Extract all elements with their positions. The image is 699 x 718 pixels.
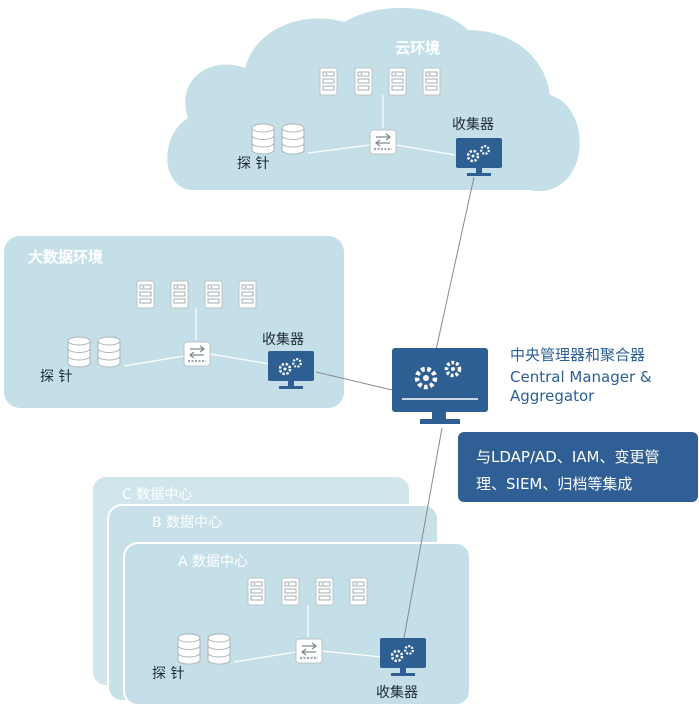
- database-icon: [207, 633, 231, 665]
- database-icon: [67, 336, 91, 368]
- server-icon: [319, 67, 338, 96]
- link-bigdata-central: [315, 371, 393, 391]
- database-icon: [97, 336, 121, 368]
- server-icon: [354, 67, 373, 96]
- bigdata-environment: 大数据环境 探 针 收集器: [4, 236, 344, 408]
- monitor-gear-icon: [380, 638, 426, 676]
- server-icon: [170, 280, 189, 309]
- server-icon: [238, 280, 257, 309]
- link-datacenter-central: [403, 427, 443, 639]
- central-title-en-1: Central Manager &: [510, 368, 652, 386]
- datacenter-a-title: A 数据中心: [178, 554, 248, 570]
- cloud-title: 云环境: [395, 39, 440, 57]
- monitor-gear-icon: [456, 138, 502, 176]
- database-icon: [177, 633, 201, 665]
- server-icon: [315, 577, 334, 606]
- monitor-gear-icon: [268, 351, 314, 389]
- server-icon: [388, 67, 407, 96]
- monitor-gear-icon: [392, 348, 488, 424]
- server-icon: [136, 280, 155, 309]
- cloud-environment: 云环境 探 针 收集器: [167, 7, 580, 192]
- server-icon: [204, 280, 223, 309]
- datacenter-c-title: C 数据中心: [122, 487, 192, 503]
- central-title-en-2: Aggregator: [510, 387, 595, 405]
- database-icon: [251, 123, 275, 155]
- datacenter-probe-label: 探 针: [152, 666, 184, 682]
- datacenter-collector-label: 收集器: [376, 684, 418, 701]
- integration-box: 与LDAP/AD、IAM、变更管 理、SIEM、归档等集成: [458, 432, 698, 502]
- central-manager: 中央管理器和聚合器 Central Manager & Aggregator: [392, 346, 652, 424]
- datacenter-b-title: B 数据中心: [152, 515, 222, 531]
- datacenter-stack: C 数据中心 B 数据中心 A 数据中心 探 针 收集器: [91, 475, 471, 706]
- bigdata-title: 大数据环境: [28, 248, 103, 266]
- link-cloud-central: [435, 176, 475, 351]
- switch-icon: [295, 638, 323, 664]
- database-icon: [281, 123, 305, 155]
- server-icon: [422, 67, 441, 96]
- server-icon: [281, 577, 300, 606]
- bigdata-probe-label: 探 针: [40, 369, 72, 385]
- server-icon: [349, 577, 368, 606]
- central-title-zh: 中央管理器和聚合器: [510, 346, 645, 364]
- server-icon: [247, 577, 266, 606]
- switch-icon: [183, 341, 211, 367]
- cloud-collector-label: 收集器: [452, 116, 494, 133]
- integration-line-2: 理、SIEM、归档等集成: [476, 475, 632, 493]
- integration-line-1: 与LDAP/AD、IAM、变更管: [476, 448, 659, 466]
- switch-icon: [369, 129, 397, 155]
- cloud-shape: [167, 7, 580, 192]
- bigdata-collector-label: 收集器: [262, 331, 304, 348]
- cloud-probe-label: 探 针: [237, 156, 269, 172]
